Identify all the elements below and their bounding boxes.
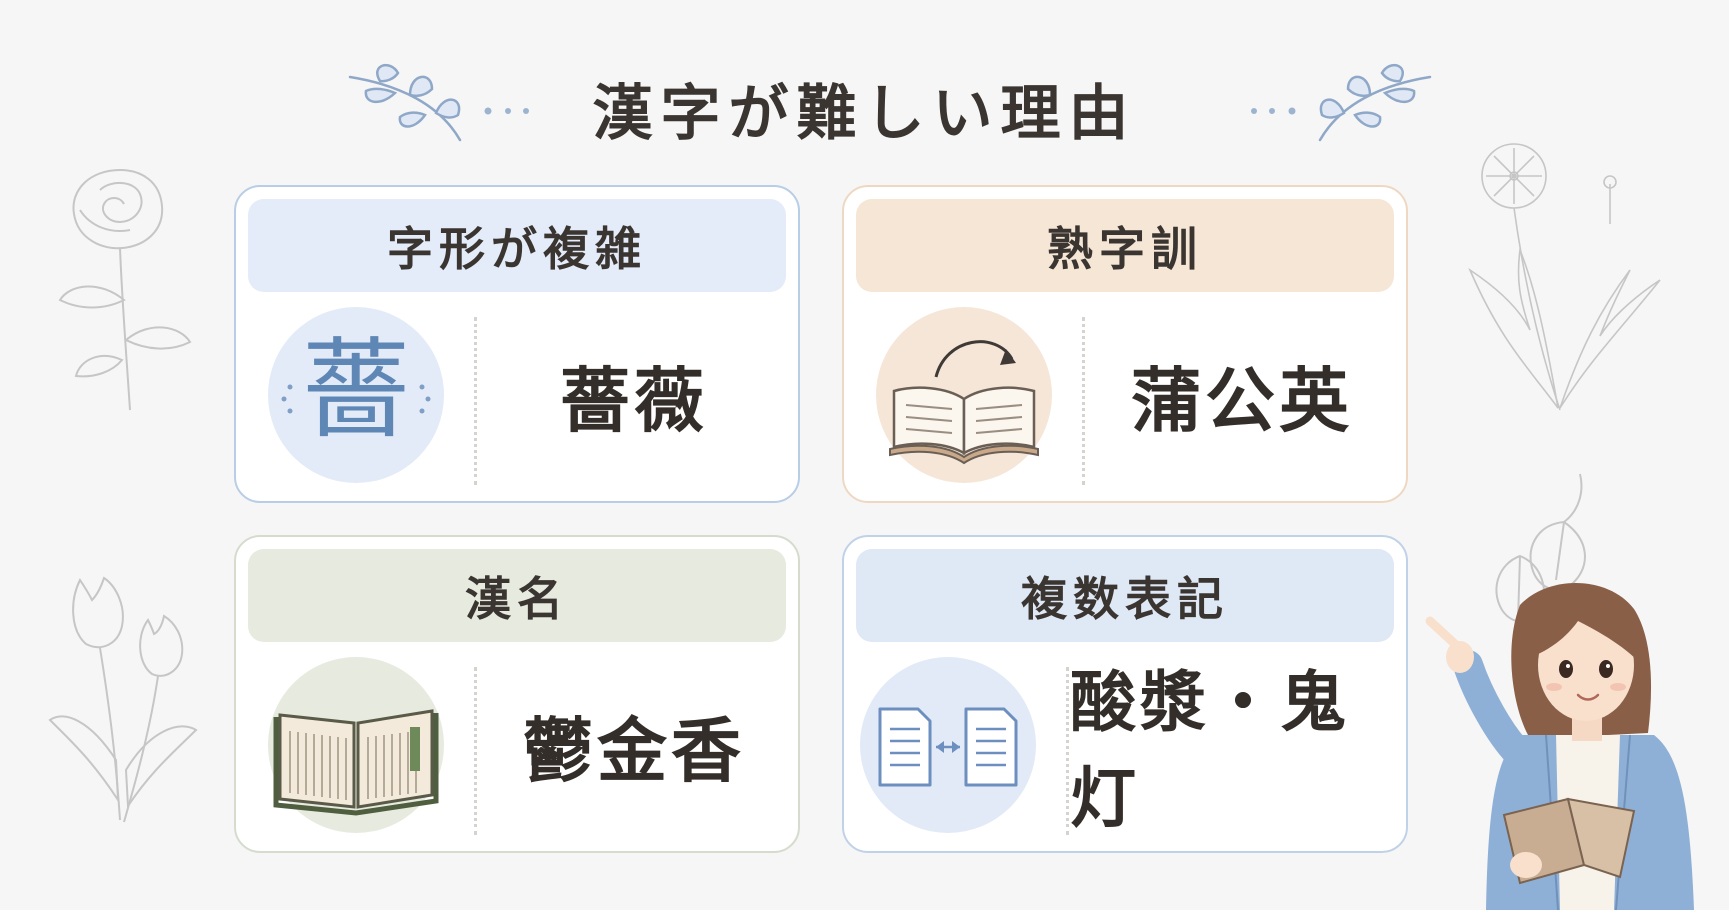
book-svg [889, 340, 1039, 465]
documents-svg [878, 707, 1018, 787]
icon-kanji-char: 薔 [301, 328, 410, 453]
leaf-sprig-left [348, 63, 529, 142]
example-word: 蒲公英 [1131, 359, 1353, 442]
card-heading: 字形が複雑 [248, 199, 786, 292]
page-title: 漢字が難しい理由 [592, 79, 1137, 149]
example-word: 鬱金香 [523, 709, 745, 792]
teacher-illustration [1425, 582, 1694, 910]
dandelion-sketch [1468, 143, 1661, 411]
divider [1082, 317, 1085, 485]
two-documents-exchange-icon [860, 657, 1036, 833]
card-heading: 熟字訓 [856, 199, 1394, 292]
divider [1066, 667, 1069, 835]
card-heading: 複数表記 [856, 549, 1394, 642]
tulip-sketch [48, 576, 198, 823]
divider [474, 667, 477, 835]
example-word: 酸漿・鬼灯 [1070, 664, 1350, 837]
card-multiple-notations: 複数表記 酸漿・鬼灯 [842, 535, 1408, 853]
old-book-icon [268, 657, 444, 833]
rose-sketch [58, 168, 192, 411]
example-word: 薔薇 [560, 359, 708, 442]
complex-kanji-icon: 薔 [268, 307, 444, 483]
card-jukujikun: 熟字訓 蒲公英 [842, 185, 1408, 503]
divider [474, 317, 477, 485]
sparkle-dots-icon [281, 384, 431, 414]
card-chinese-name: 漢名 鬱金香 [234, 535, 800, 853]
card-heading: 漢名 [248, 549, 786, 642]
leaf-sprig-right [1251, 63, 1432, 142]
title-row: 漢字が難しい理由 [0, 55, 1729, 165]
open-book-arrow-icon [876, 307, 1052, 483]
card-complex-shape: 字形が複雑 薔 薔薇 [234, 185, 800, 503]
old-book-svg [273, 709, 439, 816]
